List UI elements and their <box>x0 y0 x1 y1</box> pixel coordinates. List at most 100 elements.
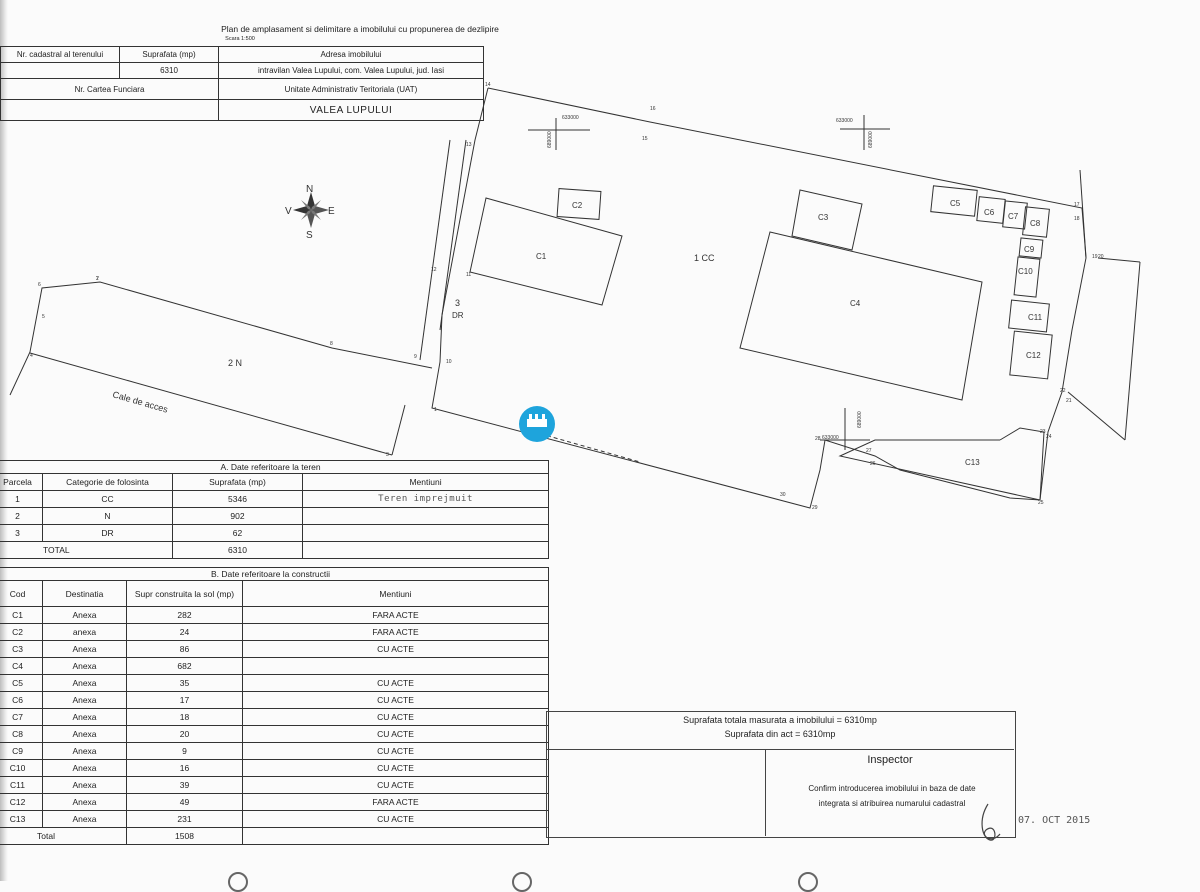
cell: 20 <box>126 725 243 743</box>
compass-s: S <box>306 230 313 241</box>
buildings-table-title: B. Date referitoare la constructii <box>0 567 549 581</box>
cell: C6 <box>0 691 43 709</box>
col-mentiuni: Mentiuni <box>242 580 549 607</box>
neighbor-line-4 <box>1067 391 1126 441</box>
cell: Anexa <box>42 708 127 726</box>
header-table: Nr. cadastral al terenului Suprafata (mp… <box>0 46 484 121</box>
point-11: 11 <box>466 272 471 278</box>
point-6: 6 <box>38 282 41 288</box>
c8-label: C8 <box>1030 219 1041 228</box>
table-row: 3 DR 62 <box>0 524 550 542</box>
cell: FARA ACTE <box>242 606 549 624</box>
cell <box>242 827 549 845</box>
col-suprafata: Suprafata (mp) <box>172 473 303 491</box>
point-25: 25 <box>1038 500 1044 506</box>
building-c2 <box>556 188 602 220</box>
bottom-mark <box>798 872 818 892</box>
inspector-text: Confirm introducerea imobilului in baza … <box>770 781 1014 811</box>
building-c5 <box>930 185 978 217</box>
parcel-cc-label: 1 CC <box>694 253 715 263</box>
land-data-table: A. Date referitoare la teren Parcela Cat… <box>0 460 550 559</box>
coord-cross-2 <box>840 115 890 150</box>
cell: 16 <box>126 759 243 777</box>
cell: 35 <box>126 674 243 692</box>
point-12: 12 <box>431 267 437 273</box>
handwritten-note: Teren imprejmuit <box>301 490 550 508</box>
cell: 24 <box>126 623 243 641</box>
cell: CU ACTE <box>242 810 549 828</box>
building-c10 <box>1013 256 1041 298</box>
neighbor-line <box>1124 261 1141 441</box>
parcel-boundary <box>431 87 1087 509</box>
area-summary: Suprafata totala masurata a imobilului =… <box>546 713 1014 741</box>
cell: 5346 <box>172 490 303 508</box>
cell: Anexa <box>42 606 127 624</box>
cell: Anexa <box>42 691 127 709</box>
buildings-data-table: B. Date referitoare la constructii Cod D… <box>0 567 549 845</box>
coord-label-1b: 689000 <box>547 131 553 148</box>
cell: CU ACTE <box>242 691 549 709</box>
cell: CC <box>42 490 173 508</box>
c6-label: C6 <box>984 208 995 217</box>
c10-label: C10 <box>1018 267 1033 276</box>
point-5: 5 <box>42 314 45 320</box>
point-17: 17 <box>1074 202 1080 208</box>
c3-label: C3 <box>818 213 829 222</box>
c12-label: C12 <box>1026 351 1041 360</box>
inspector-text-2: integrata si atribuirea numarului cadast… <box>818 799 966 808</box>
stamp-date: 07. OCT 2015 <box>1018 815 1091 826</box>
cell: C7 <box>0 708 43 726</box>
coord-label-3a: 633000 <box>822 435 839 441</box>
table-header: Cod Destinatia Supr construita la sol (m… <box>0 580 549 607</box>
access-road-label: Cale de acces <box>111 389 169 414</box>
cell: CU ACTE <box>242 725 549 743</box>
cell: 62 <box>172 524 303 542</box>
c13-label: C13 <box>965 458 980 467</box>
cell: CU ACTE <box>242 640 549 658</box>
cell: C13 <box>0 810 43 828</box>
inspector-text-1: Confirm introducerea imobilului in baza … <box>808 784 976 793</box>
point-24: 24 <box>1046 434 1052 440</box>
point-15: 15 <box>642 136 648 142</box>
cell: CU ACTE <box>242 742 549 760</box>
inspector-divider <box>765 749 766 836</box>
dr-strip-line-2 <box>439 139 467 331</box>
total-label: TOTAL <box>0 541 173 559</box>
coord-label-2a: 633000 <box>836 118 853 124</box>
point-14: 14 <box>485 82 491 88</box>
bottom-mark <box>228 872 248 892</box>
building-c7 <box>1002 200 1028 230</box>
cell: Anexa <box>42 674 127 692</box>
access-road-edge-2 <box>391 404 406 456</box>
building-c13 <box>838 427 1045 501</box>
signature-icon <box>981 803 1001 841</box>
cell: 49 <box>126 793 243 811</box>
access-road-edge <box>29 352 393 456</box>
dr-strip-line <box>419 139 451 361</box>
cell: C8 <box>0 725 43 743</box>
cell: C5 <box>0 674 43 692</box>
scan-edge <box>0 0 8 881</box>
cell: 1 <box>0 490 43 508</box>
point-1: 1 <box>434 407 437 413</box>
compass-e: E <box>328 206 335 217</box>
cell: 39 <box>126 776 243 794</box>
cell: 17 <box>126 691 243 709</box>
cell: Anexa <box>42 810 127 828</box>
building-c8 <box>1022 206 1050 238</box>
point-8: 8 <box>330 341 333 347</box>
watermark-badge-icon <box>519 406 555 442</box>
parcel-dr-num: 3 <box>455 298 460 308</box>
col-categorie: Categorie de folosinta <box>42 473 173 491</box>
compass-rose-icon <box>293 192 329 228</box>
cell: 2 <box>0 507 43 525</box>
cell: 86 <box>126 640 243 658</box>
point-7: 7 <box>96 276 99 282</box>
